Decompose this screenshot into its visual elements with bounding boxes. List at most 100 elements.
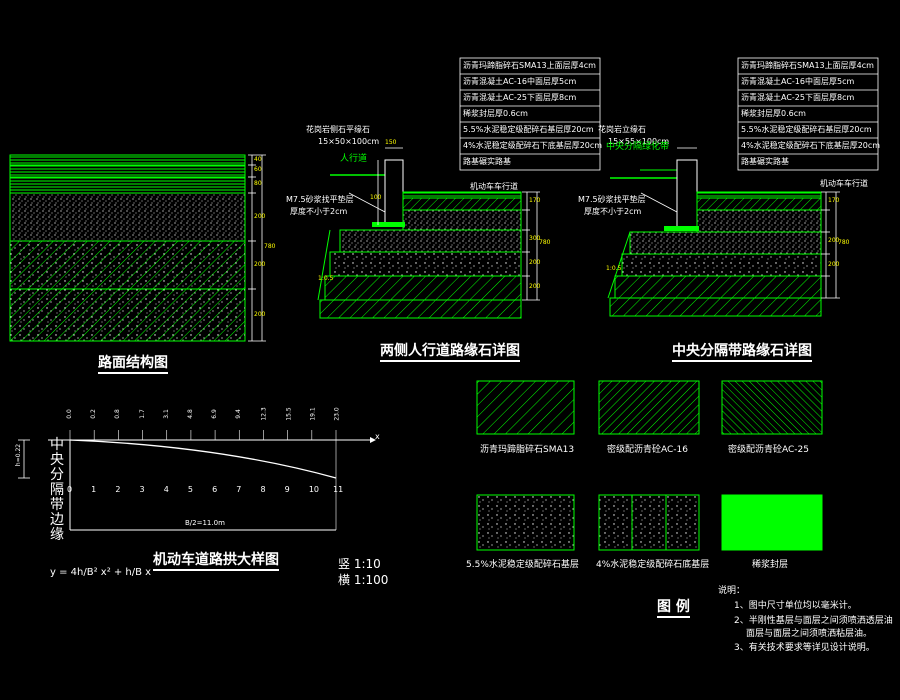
median-mortar-note: 厚度不小于2cm <box>584 207 642 216</box>
crown-station-label: 3 <box>139 485 145 494</box>
sw-dim-total: 780 <box>539 239 551 246</box>
layer-right-1: 沥青混凝土AC-16中面层厚5cm <box>741 77 855 86</box>
crown-width-label: B/2=11.0m <box>185 519 225 527</box>
sidewalk-mortar: M7.5砂浆找平垫层 <box>286 195 354 204</box>
scale-vertical: 竖 1:10 <box>338 557 381 571</box>
crown-station-label: 4 <box>163 485 169 494</box>
layer-left-3: 稀浆封层厚0.6cm <box>463 109 528 118</box>
md-dim-2: 200 <box>828 261 840 268</box>
crown-station-label: 0 <box>67 485 73 494</box>
layer-left-6: 路基碾实路基 <box>463 157 511 166</box>
crown-detail-title: 机动车道路拱大样图 <box>153 553 279 571</box>
legend-name-1: 密级配沥青砼AC-16 <box>607 445 688 455</box>
legend-name-2: 密级配沥青砼AC-25 <box>728 445 809 455</box>
note-2b: 面层与面层之间须喷洒粘层油。 <box>746 629 873 639</box>
layer-left-4: 5.5%水泥稳定级配碎石基层厚20cm <box>463 125 594 134</box>
crown-station-label: 1 <box>91 485 97 494</box>
legend-title: 图 例 <box>657 600 690 618</box>
legend-swatches <box>476 380 823 551</box>
sw-slope: 1:0.5 <box>318 275 334 282</box>
legend-name-3: 5.5%水泥稳定级配碎石基层 <box>466 560 579 570</box>
sw-dim-100: 100 <box>370 194 382 201</box>
crown-station-label: 9 <box>284 485 290 494</box>
crown-offset-label: 4.8 <box>186 409 194 419</box>
crown-offset-label: 12.3 <box>261 407 269 421</box>
note-2: 2、半刚性基层与面层之间须喷洒透层油 <box>734 616 893 626</box>
crown-offset-label: 0.0 <box>65 409 73 419</box>
crown-offset-label: 23.0 <box>333 407 341 421</box>
crown-offset-label: 0.2 <box>89 409 97 419</box>
crown-formula: y = 4h/B² x² + h/B x <box>50 567 152 578</box>
pavement-structure-title: 路面结构图 <box>98 356 168 374</box>
sidewalk-curb-title: 两侧人行道路缘石详图 <box>380 344 520 362</box>
median-curb-size: 15×55×100cm <box>608 137 670 146</box>
md-dim-1: 200 <box>828 237 840 244</box>
layer-right-0: 沥青玛蹄脂碎石SMA13上面层厚4cm <box>741 61 874 70</box>
crown-axis-x: x <box>375 432 380 441</box>
median-label: 中央分隔绿化带 <box>606 142 670 152</box>
median-mortar: M7.5砂浆找平垫层 <box>578 195 646 204</box>
dim-2: 60 <box>254 166 262 173</box>
layer-right-3: 稀浆封层厚0.6cm <box>741 109 806 118</box>
md-dim-0: 170 <box>828 197 840 204</box>
median-curb-title: 中央分隔带路缘石详图 <box>672 344 812 362</box>
crown-offset-label: 3.1 <box>162 409 170 419</box>
dim-3: 80 <box>254 180 262 187</box>
sw-dim-1: 300 <box>529 235 541 242</box>
legend-name-5: 稀浆封层 <box>752 560 789 570</box>
median-curb-label: 花岗岩立缘石 <box>598 125 646 134</box>
layer-right-2: 沥青混凝土AC-25下面层厚8cm <box>741 93 855 102</box>
sidewalk-curb-label: 花岗岩侧石平缘石 <box>306 125 370 134</box>
layer-right-5: 4%水泥稳定级配碎石下底基层厚20cm <box>741 141 881 150</box>
crown-offset-label: 15.5 <box>285 407 293 421</box>
sidewalk-curb-figure <box>317 147 540 319</box>
pavement-structure-figure <box>9 154 266 342</box>
scale-horizontal: 横 1:100 <box>338 573 389 587</box>
dim-4: 200 <box>254 213 266 220</box>
md-dim-total: 780 <box>838 239 850 246</box>
layer-table-right-grid <box>737 57 879 171</box>
layer-left-0: 沥青玛蹄脂碎石SMA13上面层厚4cm <box>463 61 596 70</box>
layer-left-5: 4%水泥稳定级配碎石下底基层厚20cm <box>463 141 603 150</box>
layer-left-1: 沥青混凝土AC-16中面层厚5cm <box>463 77 577 86</box>
sidewalk-curb-size: 15×50×100cm <box>318 137 380 146</box>
crown-side-label: 中央分隔带边缘 <box>50 437 64 543</box>
sw-dim-curb: 150 <box>385 139 397 146</box>
median-curb-figure <box>607 147 840 317</box>
layer-right-4: 5.5%水泥稳定级配碎石基层厚20cm <box>741 125 872 134</box>
dim-total: 780 <box>264 243 276 250</box>
md-slope: 1:0.5 <box>606 265 622 272</box>
crown-detail-figure <box>18 430 376 531</box>
crown-station-label: 8 <box>260 485 266 494</box>
crown-station-label: 11 <box>333 485 344 494</box>
dim-5: 200 <box>254 261 266 268</box>
median-lane-label: 机动车车行道 <box>820 179 868 188</box>
crown-station-label: 5 <box>187 485 193 494</box>
crown-offset-label: 1.7 <box>138 409 146 419</box>
layer-table-left-grid <box>459 57 601 171</box>
crown-offset-label: 6.9 <box>210 409 218 419</box>
dim-1: 40 <box>254 156 262 163</box>
crown-offset-label: 9.4 <box>235 409 243 419</box>
crown-offset-label: 19.1 <box>309 407 317 421</box>
dim-6: 200 <box>254 311 266 318</box>
sw-dim-2: 200 <box>529 259 541 266</box>
crown-station-label: 10 <box>308 485 319 494</box>
sw-dim-0: 170 <box>529 197 541 204</box>
note-1: 1、图中尺寸单位均以毫米计。 <box>734 601 857 611</box>
crown-station-label: 7 <box>236 485 242 494</box>
sidewalk-label: 人行道 <box>340 154 368 164</box>
legend-name-0: 沥青玛蹄脂碎石SMA13 <box>480 445 575 455</box>
layer-right-6: 路基碾实路基 <box>741 157 789 166</box>
crown-h-label: h=0.22 <box>15 443 23 467</box>
note-3: 3、有关技术要求等详见设计说明。 <box>734 643 875 653</box>
crown-station-label: 2 <box>115 485 121 494</box>
sw-dim-3: 200 <box>529 283 541 290</box>
legend-name-4: 4%水泥稳定级配碎石底基层 <box>596 560 710 570</box>
layer-left-2: 沥青混凝土AC-25下面层厚8cm <box>463 93 577 102</box>
crown-offset-label: 0.8 <box>114 409 122 419</box>
notes-heading: 说明： <box>718 586 746 596</box>
crown-station-label: 6 <box>212 485 218 494</box>
